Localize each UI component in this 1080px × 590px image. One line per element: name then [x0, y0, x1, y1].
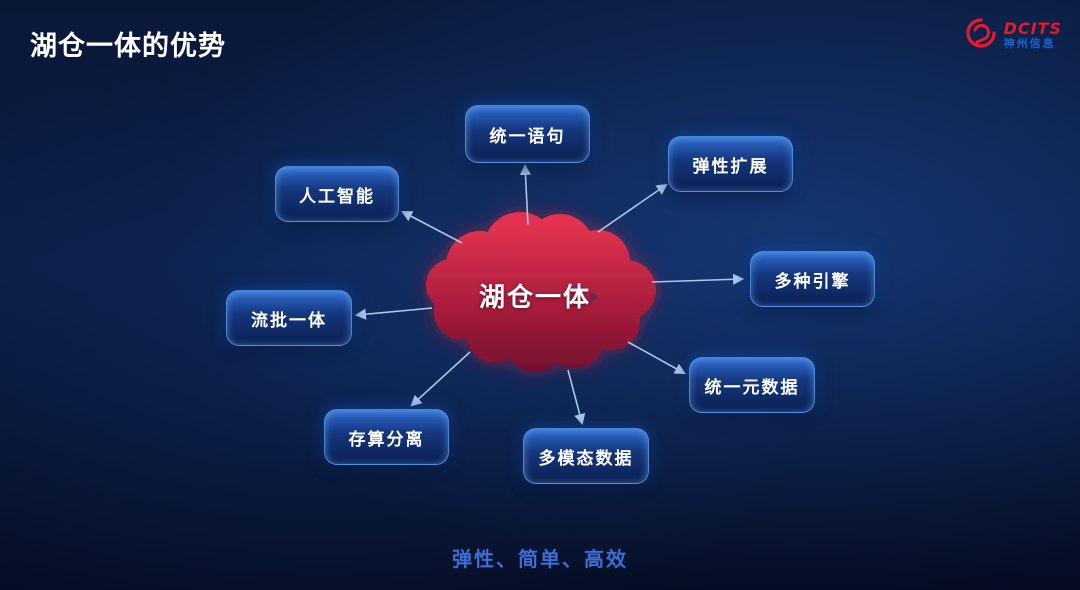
node-storage-compute-separation: 存算分离 — [324, 409, 449, 465]
page-title: 湖仓一体的优势 — [30, 31, 226, 62]
connector-arrows — [354, 163, 745, 426]
node-artificial-intelligence: 人工智能 — [275, 166, 399, 222]
logo-swirl-icon — [964, 16, 998, 54]
footer-slogan: 弹性、简单、高效 — [452, 547, 628, 571]
node-stream-batch-unification: 流批一体 — [226, 290, 352, 346]
node-multiple-engines: 多种引擎 — [750, 251, 875, 307]
logo-name: DCITS — [1003, 19, 1062, 39]
node-unified-statement: 统一语句 — [465, 105, 590, 163]
center-cloud-label: 湖仓一体 — [478, 283, 591, 313]
node-elastic-scaling: 弹性扩展 — [668, 136, 793, 192]
node-multimodal-data: 多模态数据 — [523, 428, 649, 484]
logo-subtitle: 神州信息 — [1003, 36, 1056, 50]
node-unified-metadata: 统一元数据 — [689, 357, 815, 413]
center-cloud-shape — [426, 212, 656, 372]
company-logo: DCITS 神州信息 — [964, 16, 1062, 54]
